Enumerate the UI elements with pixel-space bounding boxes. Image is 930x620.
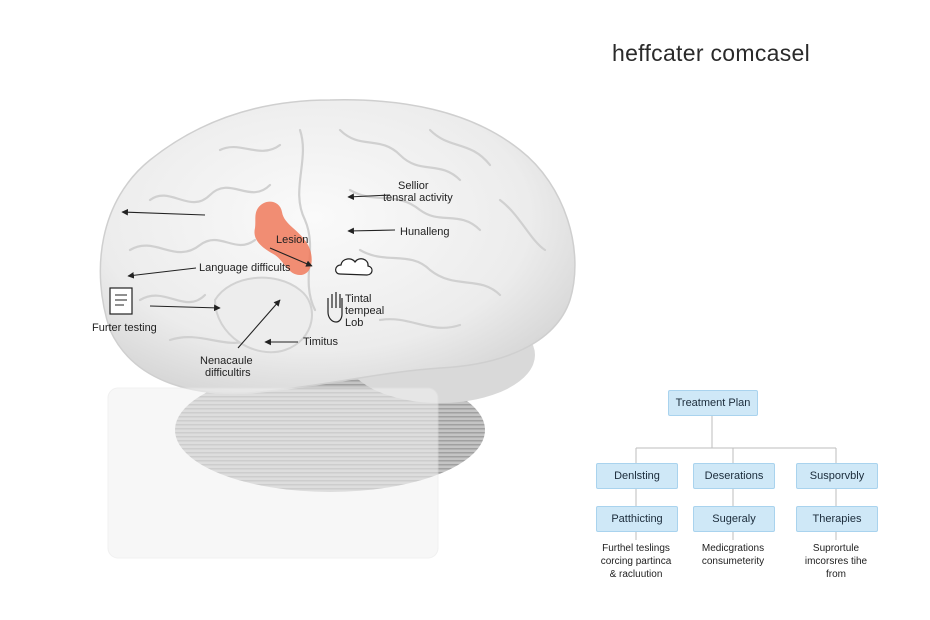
lesion-area: [254, 201, 312, 275]
label-hunalleng: Hunalleng: [400, 226, 450, 238]
flow-note-2-line1: Medicgrations: [701, 543, 765, 554]
arrow-sellior: [347, 193, 391, 201]
flow-note-3-line1: Suprortule: [812, 543, 860, 554]
flow-head-3[interactable]: Susporvbly: [796, 463, 878, 489]
flow-note-3-line3: from: [826, 569, 846, 580]
label-tintal-line2: tempeal: [345, 305, 385, 317]
flow-head-2[interactable]: Deserations: [693, 463, 775, 489]
flow-note-1-line3: & racluution: [609, 569, 663, 580]
treatment-plan-box[interactable]: Treatment Plan: [668, 390, 758, 416]
flow-sub-1[interactable]: Patthicting: [596, 506, 678, 532]
flow-note-3-line2: imcorsres tihe: [804, 556, 868, 567]
flow-note-1: Furthel teslings corcing partinca & racl…: [576, 542, 696, 581]
label-nenacaule-line2: difficultirs: [205, 367, 251, 379]
label-nenacaule-line1: Nenacaule: [200, 355, 253, 367]
page-title: heffcater comcasel: [612, 40, 811, 66]
cloud-icon: [335, 258, 373, 276]
label-language: Language difficults: [199, 262, 291, 274]
label-sellior-line1: Sellior: [398, 180, 429, 192]
flow-sub-2[interactable]: Sugeraly: [693, 506, 775, 532]
flow-note-1-line2: corcing partinca: [600, 556, 672, 567]
arrow-nenacaule: [237, 299, 281, 349]
flow-note-2: Medicgrations consumeterity: [673, 542, 793, 568]
document-icon: [109, 287, 133, 315]
arrow-hunalleng: [347, 227, 396, 235]
hand-icon: [327, 292, 343, 323]
label-tintal-line1: Tintal: [345, 293, 372, 305]
flow-note-1-line1: Furthel teslings: [602, 543, 670, 554]
flow-note-3: Suprortule imcorsres tihe from: [776, 542, 896, 581]
arrow-language: [127, 267, 197, 279]
overlay-panel: [107, 387, 439, 559]
flow-note-2-line2: consumeterity: [701, 556, 765, 567]
label-sellior-line2: tensral activity: [383, 192, 453, 204]
arrow-upper-left: [121, 208, 206, 216]
label-lesion: Lesion: [276, 234, 309, 246]
label-tintal-line3: Lob: [345, 317, 364, 329]
flow-head-1[interactable]: Denlsting: [596, 463, 678, 489]
label-timitus: Timitus: [303, 336, 339, 348]
arrow-lesion: [269, 247, 313, 267]
arrow-further: [149, 304, 221, 312]
flow-sub-3[interactable]: Therapies: [796, 506, 878, 532]
label-further-testing: Furter testing: [92, 322, 157, 334]
cerebrum: [99, 99, 576, 395]
